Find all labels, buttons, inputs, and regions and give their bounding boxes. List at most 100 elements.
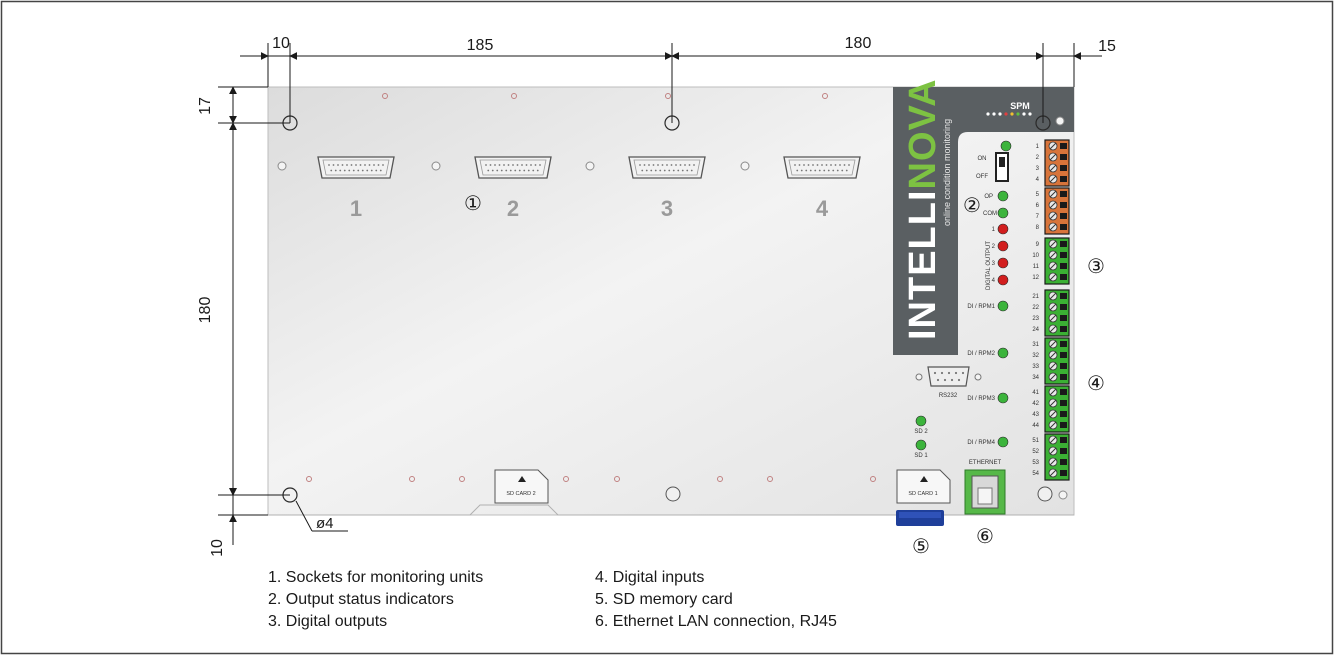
callout-1: ① bbox=[464, 193, 482, 215]
dim-top-left-edge: 10 bbox=[272, 35, 290, 52]
led-power bbox=[1000, 140, 1012, 152]
spm-dots bbox=[986, 112, 1032, 116]
callout-6: ⑥ bbox=[976, 526, 994, 548]
terminal-number: 8 bbox=[1036, 225, 1040, 231]
socket-group: 1 2 3 4 bbox=[317, 156, 861, 221]
socket-number-1: 1 bbox=[350, 196, 362, 221]
callout-3: ③ bbox=[1087, 256, 1105, 278]
terminal-number: 3 bbox=[1036, 166, 1040, 172]
led-op-label: OP bbox=[984, 194, 993, 200]
terminal-number: 24 bbox=[1032, 327, 1039, 333]
socket-number-4: 4 bbox=[816, 196, 829, 221]
power-switch-toggle bbox=[999, 157, 1005, 167]
led-group bbox=[915, 140, 1012, 451]
led-di-rpm4 bbox=[997, 436, 1009, 448]
led-do-3 bbox=[997, 257, 1009, 269]
di-rpm-label-4: DI / RPM4 bbox=[967, 440, 995, 446]
di-rpm-label-1: DI / RPM1 bbox=[967, 304, 995, 310]
legend-item-5: 5. SD memory card bbox=[595, 591, 733, 608]
terminal-orange-block-2 bbox=[1044, 187, 1070, 235]
dim-left-top: 17 bbox=[197, 97, 214, 115]
dimension-lines bbox=[218, 43, 1102, 545]
legend-left: 1. Sockets for monitoring units 2. Outpu… bbox=[268, 567, 483, 633]
terminal-number: 23 bbox=[1032, 316, 1039, 322]
callout-2: ② bbox=[963, 195, 981, 217]
ethernet-label: ETHERNET bbox=[969, 460, 1002, 466]
sd-card-1-label: SD CARD 1 bbox=[908, 491, 937, 497]
terminal-blocks bbox=[1044, 139, 1070, 481]
terminal-number: 42 bbox=[1032, 401, 1039, 407]
terminal-number: 53 bbox=[1032, 460, 1039, 466]
brand-panel bbox=[893, 87, 1074, 355]
terminal-number: 43 bbox=[1032, 412, 1039, 418]
terminal-number: 1 bbox=[1036, 144, 1040, 150]
di-labels-group: DI / RPM1 DI / RPM2 DI / RPM3 DI / RPM4 bbox=[967, 304, 995, 446]
led-di-rpm1 bbox=[997, 300, 1009, 312]
board-bottom-edge bbox=[268, 504, 1074, 516]
dim-hole-diameter: ø4 bbox=[316, 515, 334, 532]
socket-number-2: 2 bbox=[507, 196, 519, 221]
do-number-3: 3 bbox=[992, 261, 996, 267]
spm-logo: SPM bbox=[1010, 101, 1030, 111]
legend-item-3: 3. Digital outputs bbox=[268, 613, 388, 630]
sd-card-2-label: SD CARD 2 bbox=[506, 491, 535, 497]
led-op bbox=[997, 190, 1009, 202]
terminal-green-block-7 bbox=[1044, 433, 1070, 481]
legend-item-4: 4. Digital inputs bbox=[595, 569, 705, 586]
sd1-label: SD 1 bbox=[914, 453, 928, 459]
legend-item-1: 1. Sockets for monitoring units bbox=[268, 569, 484, 586]
plate-screws bbox=[277, 116, 1068, 500]
other-holes bbox=[665, 486, 1053, 502]
dim-top-span-2: 180 bbox=[845, 35, 872, 52]
rs232-label: RS232 bbox=[939, 393, 958, 399]
legend-item-6: 6. Ethernet LAN connection, RJ45 bbox=[595, 613, 837, 630]
terminal-number: 9 bbox=[1036, 242, 1040, 248]
terminal-number: 7 bbox=[1036, 214, 1040, 220]
dim-left-height: 180 bbox=[197, 297, 214, 324]
terminal-number: 6 bbox=[1036, 203, 1040, 209]
terminal-orange-block-1 bbox=[1044, 139, 1070, 187]
led-com bbox=[997, 207, 1009, 219]
terminal-number: 31 bbox=[1032, 342, 1039, 348]
sd-card-blue-shade bbox=[899, 512, 941, 518]
terminal-number: 32 bbox=[1032, 353, 1039, 359]
terminal-number: 52 bbox=[1032, 449, 1039, 455]
dim-top-right-edge: 15 bbox=[1098, 38, 1116, 55]
terminal-number: 33 bbox=[1032, 364, 1039, 370]
di-rpm-label-3: DI / RPM3 bbox=[967, 396, 995, 402]
terminal-number: 51 bbox=[1032, 438, 1039, 444]
dim-left-bottom: 10 bbox=[209, 539, 226, 557]
callout-4: ④ bbox=[1087, 373, 1105, 395]
terminal-number: 11 bbox=[1033, 264, 1040, 270]
brand-light: INTELLI bbox=[902, 189, 944, 340]
di-rpm-label-2: DI / RPM2 bbox=[967, 351, 995, 357]
terminal-number: 22 bbox=[1032, 305, 1039, 311]
terminal-number: 21 bbox=[1032, 294, 1039, 300]
rs232-connector bbox=[915, 366, 982, 387]
led-di-rpm2 bbox=[997, 347, 1009, 359]
terminal-green-block-3 bbox=[1044, 237, 1070, 285]
led-do-1 bbox=[997, 223, 1009, 235]
sd-card-1-slot bbox=[896, 469, 951, 504]
led-sd1 bbox=[915, 439, 927, 451]
led-do-2 bbox=[997, 240, 1009, 252]
terminal-number: 4 bbox=[1036, 177, 1040, 183]
callout-5: ⑤ bbox=[912, 536, 930, 558]
brand-tagline: online condition monitoring bbox=[942, 119, 952, 226]
dsub-socket-3: 3 bbox=[628, 156, 706, 221]
terminal-numbers: 1234567891011122122232431323334414243445… bbox=[1032, 144, 1039, 477]
led-do-4 bbox=[997, 274, 1009, 286]
digital-output-label: DIGITAL OUTPUT bbox=[986, 241, 992, 290]
terminal-green-block-4 bbox=[1044, 289, 1070, 337]
terminal-green-block-6 bbox=[1044, 385, 1070, 433]
ethernet-port bbox=[964, 469, 1006, 515]
dsub-socket-4: 4 bbox=[783, 156, 861, 221]
dsub-socket-1: 1 bbox=[317, 156, 395, 221]
do-number-1: 1 bbox=[992, 227, 996, 233]
terminal-number: 12 bbox=[1032, 275, 1039, 281]
brand-logo: INTELLINOVA bbox=[902, 78, 944, 340]
led-com-label: COM bbox=[983, 211, 997, 217]
terminal-number: 2 bbox=[1036, 155, 1040, 161]
